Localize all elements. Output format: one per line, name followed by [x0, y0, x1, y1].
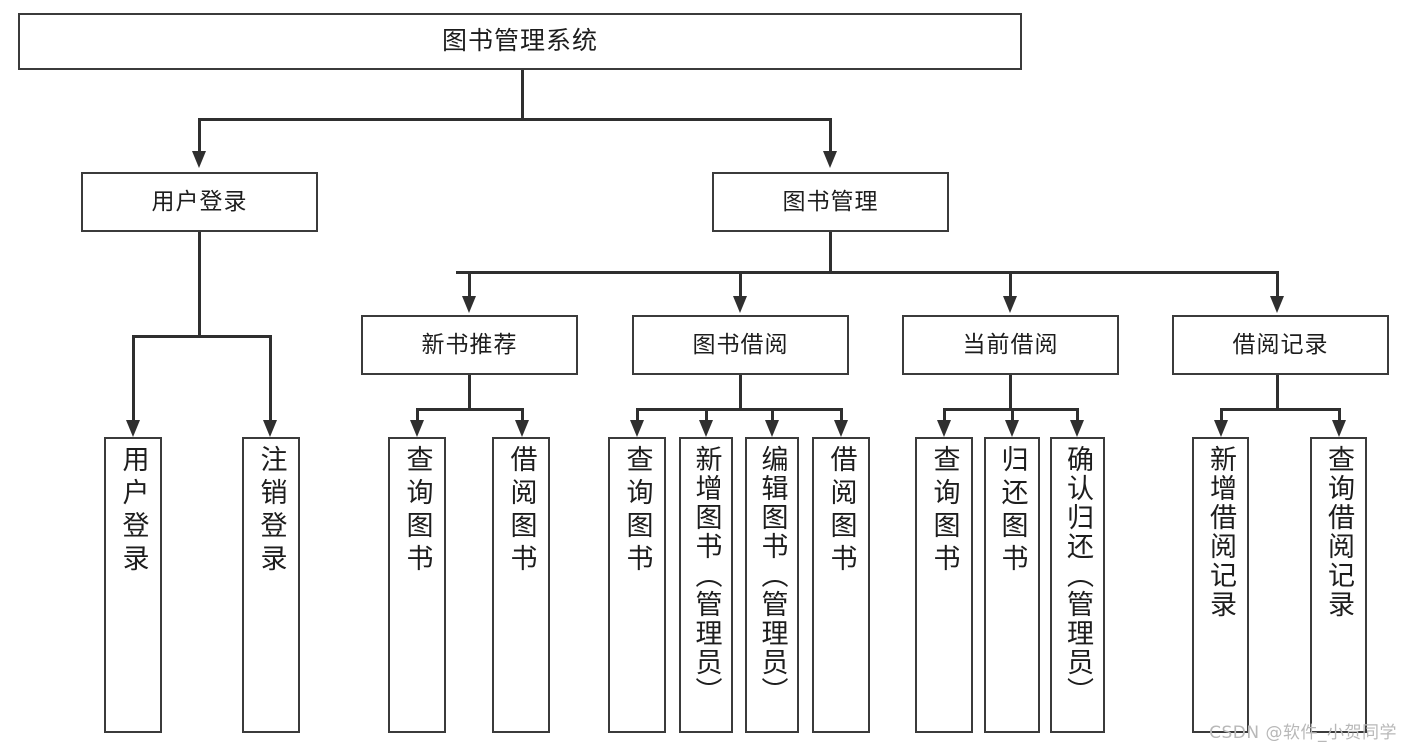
- node-borrow-record[interactable]: 借阅记录: [1172, 315, 1389, 375]
- leaf-edit-book[interactable]: 编辑图书（管理员）: [745, 437, 799, 733]
- node-label: 新书推荐: [421, 331, 518, 358]
- node-label: 新增图书（管理员）: [690, 445, 722, 706]
- connector-current-borrow-stem: [1009, 375, 1012, 408]
- connector-nbr-drop-1: [416, 408, 419, 420]
- leaf-query-book-1[interactable]: 查询图书: [388, 437, 446, 733]
- connector-user-login-stem: [198, 232, 201, 335]
- leaf-user-logout[interactable]: 注销登录: [242, 437, 300, 733]
- connector-to-book-borrow: [739, 271, 742, 296]
- node-label: 用户登录: [117, 445, 149, 577]
- connector-book-manage-split-bar: [456, 271, 1278, 274]
- connector-root-split-bar: [198, 118, 832, 121]
- arrowhead-leaf-query-record: [1332, 420, 1346, 437]
- connector-bb-drop-4: [840, 408, 843, 420]
- connector-br-drop-2: [1338, 408, 1341, 420]
- arrowhead-leaf-add-book: [699, 420, 713, 437]
- arrowhead-leaf-borrow-book-2: [834, 420, 848, 437]
- arrowhead-to-book-borrow: [733, 296, 747, 313]
- leaf-confirm-return[interactable]: 确认归还（管理员）: [1050, 437, 1105, 733]
- node-label: 编辑图书（管理员）: [756, 445, 788, 706]
- connector-to-new-book-recommend: [468, 271, 471, 296]
- connector-new-book-recommend-split-bar: [416, 408, 523, 411]
- connector-bb-drop-2: [705, 408, 708, 420]
- leaf-add-record[interactable]: 新增借阅记录: [1192, 437, 1249, 733]
- leaf-add-book[interactable]: 新增图书（管理员）: [679, 437, 733, 733]
- arrowhead-leaf-confirm-return: [1070, 420, 1084, 437]
- node-label: 借阅图书: [825, 445, 857, 577]
- node-label: 查询图书: [401, 445, 433, 577]
- arrowhead-leaf-query-book-2: [630, 420, 644, 437]
- node-label: 图书管理: [782, 188, 879, 215]
- connector-root-to-user-login: [198, 118, 201, 151]
- leaf-borrow-book-1[interactable]: 借阅图书: [492, 437, 550, 733]
- connector-to-current-borrow: [1009, 271, 1012, 296]
- node-label: 图书借阅: [692, 331, 789, 358]
- leaf-query-book-2[interactable]: 查询图书: [608, 437, 666, 733]
- connector-to-borrow-record: [1276, 271, 1279, 296]
- node-label: 图书管理系统: [441, 26, 598, 56]
- connector-new-book-recommend-stem: [468, 375, 471, 408]
- arrowhead-leaf-borrow-book-1: [515, 420, 529, 437]
- node-label: 当前借阅: [962, 331, 1059, 358]
- connector-root-stem: [521, 70, 524, 118]
- arrowhead-to-new-book-recommend: [462, 296, 476, 313]
- connector-user-login-drop-2: [269, 335, 272, 420]
- leaf-query-book-3[interactable]: 查询图书: [915, 437, 973, 733]
- node-label: 新增借阅记录: [1205, 445, 1236, 619]
- node-label: 查询借阅记录: [1323, 445, 1354, 619]
- leaf-borrow-book-2[interactable]: 借阅图书: [812, 437, 870, 733]
- leaf-user-login[interactable]: 用户登录: [104, 437, 162, 733]
- connector-user-login-split-bar: [132, 335, 270, 338]
- node-user-login[interactable]: 用户登录: [81, 172, 318, 232]
- leaf-query-record[interactable]: 查询借阅记录: [1310, 437, 1367, 733]
- node-label: 归还图书: [996, 445, 1028, 577]
- arrowhead-to-user-login: [192, 151, 206, 168]
- connector-book-manage-stem: [829, 232, 832, 271]
- arrowhead-leaf-add-record: [1214, 420, 1228, 437]
- node-new-book-recommend[interactable]: 新书推荐: [361, 315, 578, 375]
- node-label: 查询图书: [621, 445, 653, 577]
- connector-book-borrow-stem: [739, 375, 742, 408]
- connector-book-borrow-split-bar: [636, 408, 842, 411]
- arrowhead-leaf-query-book-1: [410, 420, 424, 437]
- arrowhead-leaf-user-login: [126, 420, 140, 437]
- connector-cb-drop-1: [943, 408, 946, 420]
- csdn-watermark: CSDN @软件_小贺同学: [1209, 723, 1397, 743]
- connector-cb-drop-3: [1076, 408, 1079, 420]
- connector-current-borrow-split-bar: [943, 408, 1077, 411]
- node-label: 注销登录: [255, 445, 287, 577]
- connector-borrow-record-stem: [1276, 375, 1279, 408]
- arrowhead-leaf-query-book-3: [937, 420, 951, 437]
- connector-nbr-drop-2: [521, 408, 524, 420]
- node-current-borrow[interactable]: 当前借阅: [902, 315, 1119, 375]
- node-label: 确认归还（管理员）: [1062, 445, 1093, 706]
- node-book-borrow[interactable]: 图书借阅: [632, 315, 849, 375]
- connector-root-to-book-manage: [829, 118, 832, 151]
- node-label: 借阅图书: [505, 445, 537, 577]
- node-label: 查询图书: [928, 445, 960, 577]
- arrowhead-leaf-edit-book: [765, 420, 779, 437]
- node-root-book-management-system[interactable]: 图书管理系统: [18, 13, 1022, 70]
- arrowhead-leaf-user-logout: [263, 420, 277, 437]
- leaf-return-book[interactable]: 归还图书: [984, 437, 1040, 733]
- node-label: 借阅记录: [1232, 331, 1329, 358]
- arrowhead-to-current-borrow: [1003, 296, 1017, 313]
- node-label: 用户登录: [151, 188, 248, 215]
- arrowhead-to-book-manage: [823, 151, 837, 168]
- connector-br-drop-1: [1220, 408, 1223, 420]
- arrowhead-to-borrow-record: [1270, 296, 1284, 313]
- arrowhead-leaf-return-book: [1005, 420, 1019, 437]
- connector-cb-drop-2: [1011, 408, 1014, 420]
- node-book-manage[interactable]: 图书管理: [712, 172, 949, 232]
- connector-bb-drop-1: [636, 408, 639, 420]
- connector-user-login-drop-1: [132, 335, 135, 420]
- connector-bb-drop-3: [771, 408, 774, 420]
- connector-borrow-record-split-bar: [1220, 408, 1339, 411]
